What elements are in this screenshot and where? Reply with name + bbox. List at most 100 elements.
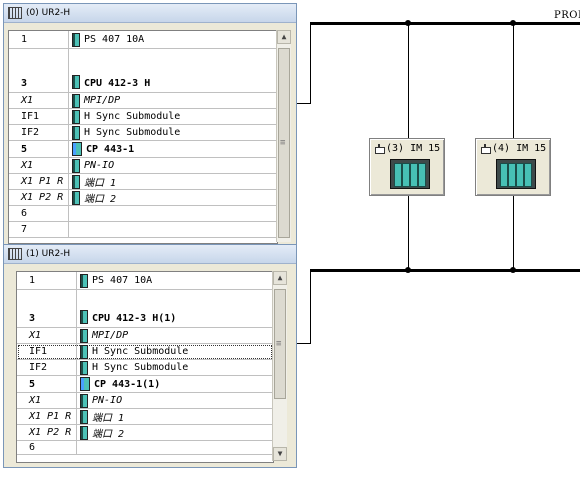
window-title-bar[interactable]: (1) UR2-H — [4, 245, 296, 264]
module-cell: H Sync Submodule — [72, 109, 180, 124]
window-title: (1) UR2-H — [26, 249, 71, 259]
module-cell: CP 443-1(1) — [80, 376, 160, 392]
module-cell: H Sync Submodule — [80, 360, 188, 375]
module-cell: H Sync Submodule — [72, 125, 180, 140]
module-icon — [72, 125, 80, 140]
slot-cell: X1 P1 R — [17, 409, 77, 424]
slot-cell: IF1 — [17, 344, 77, 359]
slot-cell: X1 — [17, 393, 77, 408]
network-module-icon — [72, 142, 82, 156]
module-name: MPI/DP — [84, 95, 121, 106]
slot-cell: IF2 — [17, 360, 77, 375]
slot-cell: 6 — [17, 441, 77, 454]
module-cell: PN-IO — [72, 158, 114, 173]
scroll-thumb[interactable] — [274, 289, 286, 399]
slot-cell: 1 — [17, 272, 77, 289]
slot-cell: 5 — [9, 141, 69, 157]
scroll-up-button[interactable]: ▲ — [277, 30, 291, 44]
module-cell: PS 407 10A — [80, 272, 152, 289]
network-module-icon — [80, 377, 90, 391]
module-cell: CPU 412-3 H — [72, 49, 150, 92]
module-name: 端口 2 — [84, 194, 117, 205]
module-icon — [72, 109, 80, 124]
slot-cell: X1 — [9, 158, 69, 173]
profibus-drop-left — [310, 22, 311, 104]
module-name: 端口 1 — [84, 178, 117, 189]
slot-cell: 3 — [17, 290, 77, 327]
module-name: PN-IO — [92, 395, 123, 406]
table-row[interactable]: X1 PN-IO — [9, 158, 277, 174]
vertical-scrollbar[interactable]: ▲ — [276, 30, 291, 242]
table-row[interactable]: X1 P2 R 端口 2 — [9, 190, 277, 206]
slot-cell: 7 — [9, 222, 69, 237]
module-name: PN-IO — [84, 160, 115, 171]
module-name: H Sync Submodule — [92, 362, 189, 373]
table-row[interactable]: IF1 H Sync Submodule — [17, 344, 273, 360]
module-cell: 端口 2 — [80, 425, 124, 440]
scroll-thumb[interactable] — [278, 48, 290, 238]
table-row[interactable]: 6 — [17, 441, 273, 455]
module-icon — [72, 93, 80, 108]
module-cell: PN-IO — [80, 393, 122, 408]
module-icon — [72, 32, 80, 47]
bus-node-dot — [405, 267, 411, 273]
module-name: H Sync Submodule — [84, 111, 181, 122]
vertical-scrollbar[interactable]: ▲ ▼ — [272, 271, 287, 461]
module-icon — [80, 344, 88, 359]
module-name: MPI/DP — [92, 330, 129, 341]
scroll-down-button[interactable]: ▼ — [273, 447, 287, 461]
module-cell: CPU 412-3 H(1) — [80, 290, 176, 327]
module-icon — [72, 190, 80, 205]
slot-cell: X1 P2 R — [9, 190, 69, 205]
module-cell: PS 407 10A — [72, 31, 144, 48]
profibus-line-2 — [310, 269, 580, 272]
module-name: PS 407 10A — [92, 275, 153, 286]
slot-cell: IF2 — [9, 125, 69, 140]
module-name: 端口 1 — [92, 413, 125, 424]
module-name: CPU 412-3 H(1) — [92, 313, 177, 324]
station-im-4[interactable]: (4) IM 15 — [475, 138, 551, 196]
module-icon — [80, 409, 88, 424]
rack-icon — [496, 159, 536, 189]
table-row[interactable]: 1 PS 407 10A — [17, 272, 273, 290]
scroll-up-button[interactable]: ▲ — [273, 271, 287, 285]
module-icon — [80, 328, 88, 343]
rack-grid-icon — [8, 248, 22, 260]
module-cell: H Sync Submodule — [80, 344, 188, 359]
station-title: (3) IM 15 — [386, 143, 441, 154]
module-name: H Sync Submodule — [92, 346, 189, 357]
station-title: (4) IM 15 — [492, 143, 547, 154]
table-row[interactable]: 7 — [9, 222, 277, 238]
module-cell: CP 443-1 — [72, 141, 134, 157]
station-im-3[interactable]: (3) IM 15 — [369, 138, 445, 196]
slot-cell: 3 — [9, 49, 69, 92]
table-row[interactable]: X1 P1 R 端口 1 — [17, 409, 273, 425]
table-row[interactable]: IF2 H Sync Submodule — [17, 360, 273, 376]
profibus-stub — [296, 103, 311, 104]
profibus-line — [310, 22, 580, 25]
table-row[interactable]: 6 — [9, 206, 277, 222]
module-cell: 端口 1 — [80, 409, 124, 424]
table-row[interactable]: X1 PN-IO — [17, 393, 273, 409]
module-icon — [80, 425, 88, 440]
window-title-bar[interactable]: (0) UR2-H — [4, 4, 296, 23]
module-icon — [80, 273, 88, 288]
rack-grid-icon — [8, 7, 22, 19]
window-title: (0) UR2-H — [26, 8, 71, 18]
module-name: CP 443-1(1) — [94, 378, 161, 390]
